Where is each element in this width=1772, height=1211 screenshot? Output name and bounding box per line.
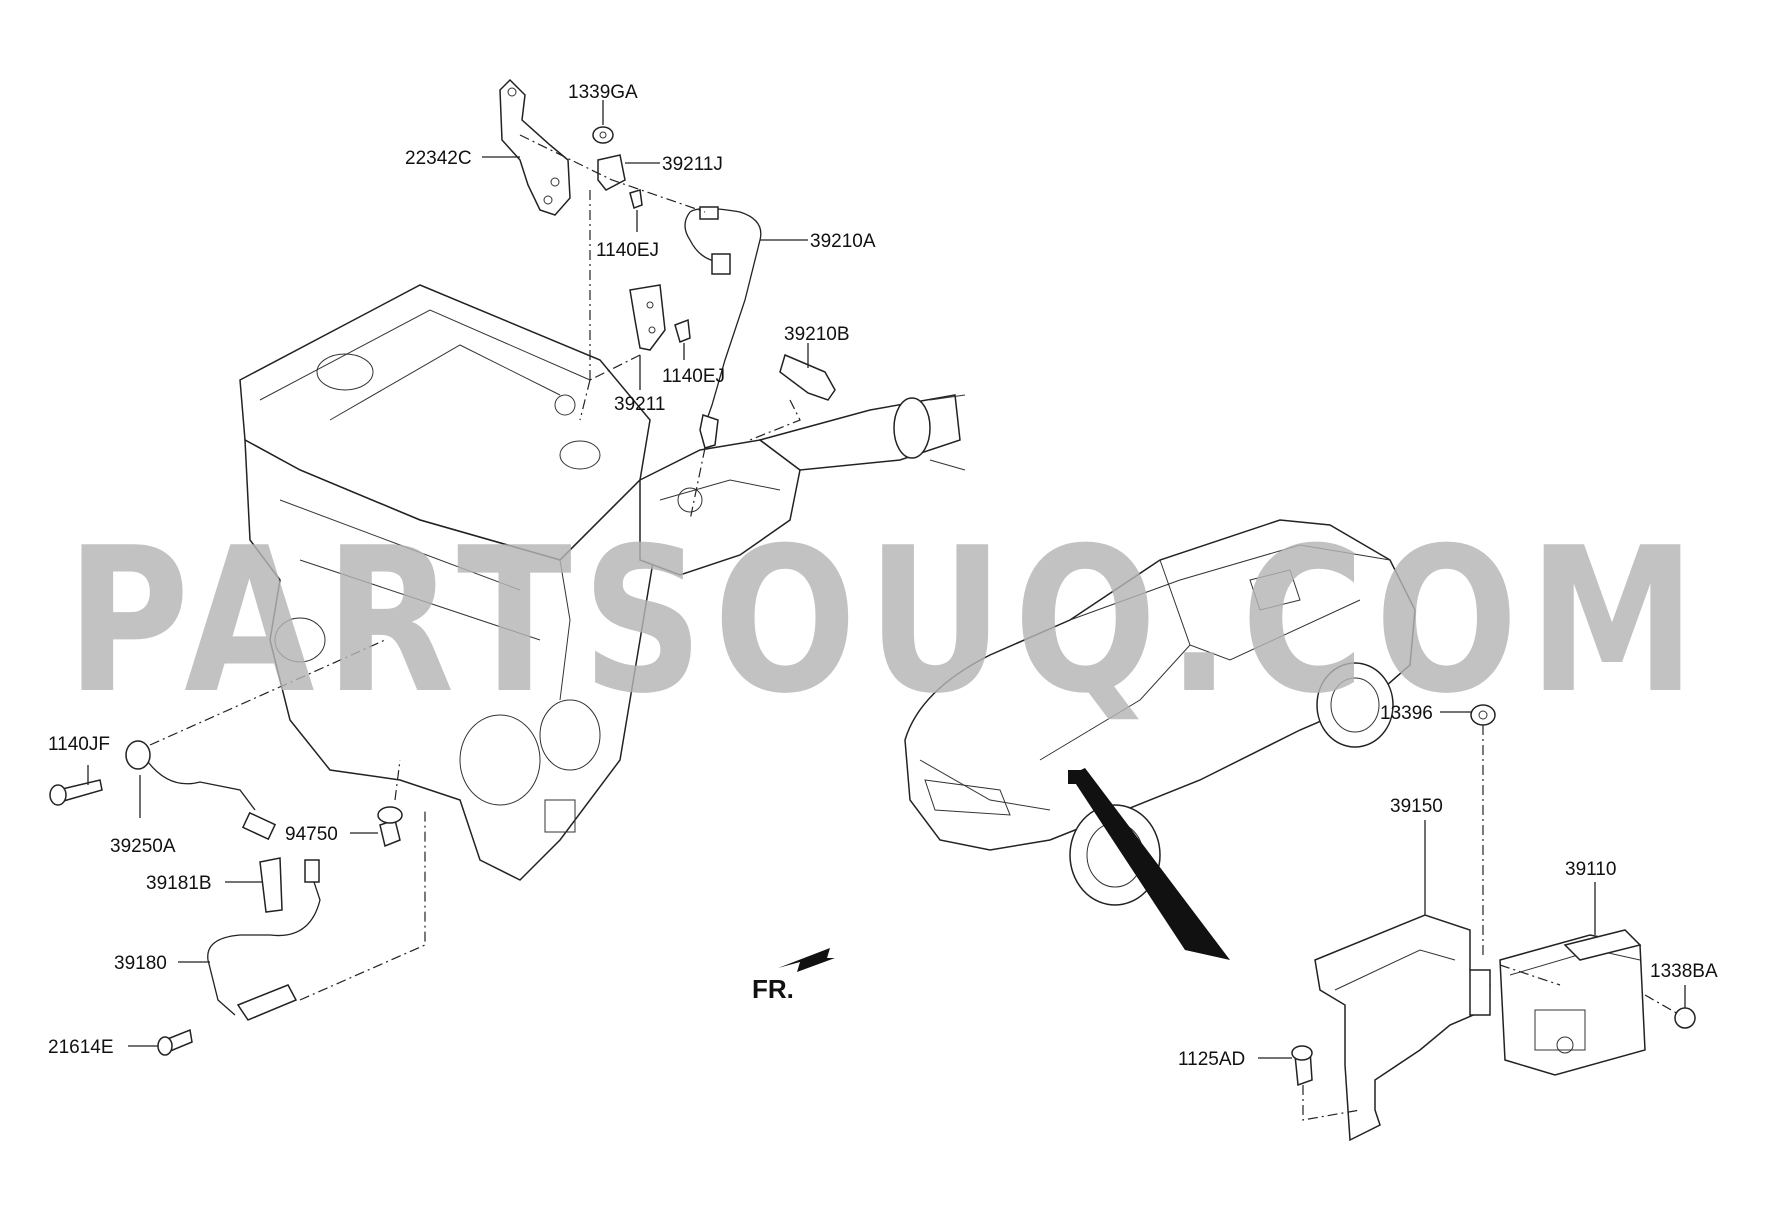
vehicle-illustration	[904, 519, 1416, 960]
label-1125AD: 1125AD	[1178, 1049, 1245, 1070]
label-1339GA: 1339GA	[568, 82, 638, 103]
label-13396: 13396	[1380, 703, 1433, 724]
label-21614E: 21614E	[48, 1037, 114, 1058]
front-direction-label: FR.	[752, 974, 794, 1004]
front-direction-marker: FR.	[752, 948, 835, 1004]
label-39250A: 39250A	[110, 836, 176, 857]
label-1140JF: 1140JF	[48, 734, 110, 755]
label-39181B: 39181B	[146, 873, 212, 894]
label-94750: 94750	[285, 824, 338, 845]
watermark-text: PARTSOUQ.COM	[66, 505, 1706, 738]
label-1140EJ-upper: 1140EJ	[596, 240, 659, 261]
label-39110: 39110	[1565, 859, 1616, 880]
label-1338BA: 1338BA	[1650, 961, 1718, 982]
label-1140EJ-lower: 1140EJ	[662, 366, 725, 387]
upper-sensor-group	[499, 78, 836, 521]
engine-illustration	[239, 284, 966, 881]
label-39211J: 39211J	[662, 154, 723, 175]
label-22342C: 22342C	[405, 148, 472, 169]
label-39150: 39150	[1390, 796, 1443, 817]
label-39210B: 39210B	[784, 324, 850, 345]
ecu-group	[1291, 704, 1696, 1142]
label-39210A: 39210A	[810, 231, 876, 252]
part-labels: 1339GA 22342C 39211J 1140EJ 39210A 39210…	[48, 82, 1718, 1070]
lower-left-sensor-group	[49, 639, 426, 1056]
label-39211: 39211	[614, 394, 665, 415]
label-39180: 39180	[114, 953, 167, 974]
leader-lines	[87, 100, 1686, 1059]
